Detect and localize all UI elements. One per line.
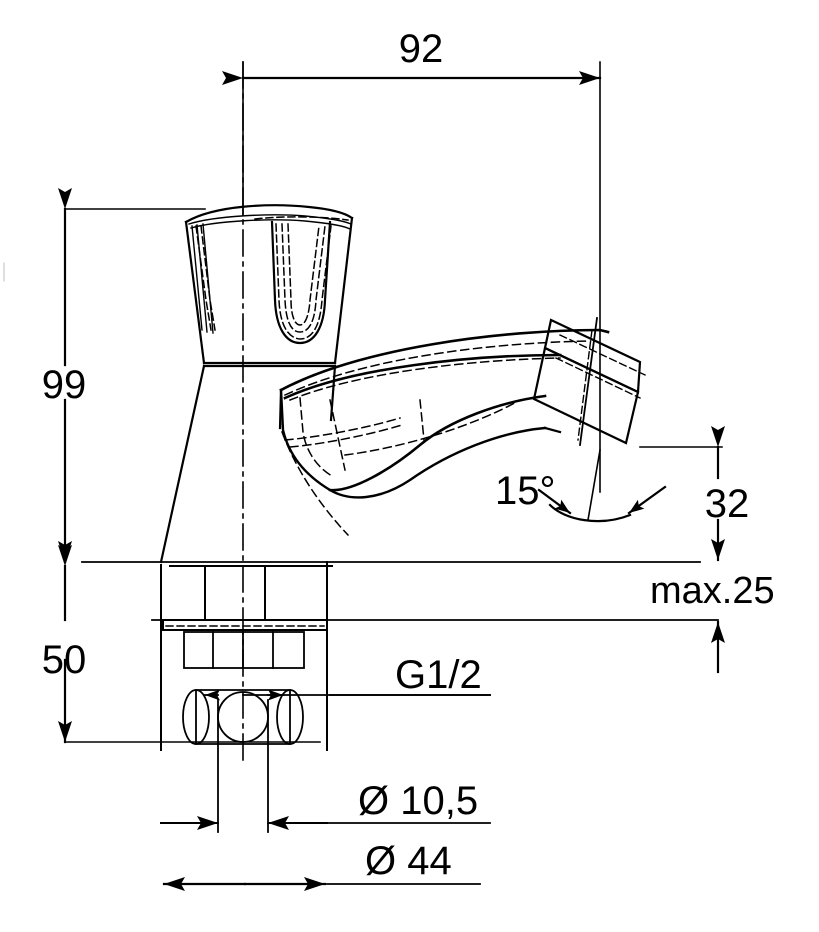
label-dim-92: 92 bbox=[399, 27, 444, 71]
tap-nut bbox=[183, 631, 305, 669]
dimension-50 bbox=[58, 545, 321, 744]
label-dim-max25: max.25 bbox=[650, 570, 775, 612]
tail-extension-lines bbox=[217, 699, 269, 833]
dimension-99 bbox=[58, 188, 206, 564]
spout-lower-profile bbox=[279, 388, 547, 499]
angle-15-indicator bbox=[537, 449, 667, 523]
tap-shank bbox=[160, 561, 333, 751]
aerator-hidden-lines bbox=[555, 329, 646, 441]
label-thread-g12: G1/2 bbox=[395, 653, 482, 697]
handle-slot-front bbox=[270, 220, 332, 345]
label-dim-15deg: 15° bbox=[495, 469, 556, 513]
spout-aerator bbox=[532, 318, 642, 445]
handle-detail-lines bbox=[188, 214, 352, 230]
spout-outline-top bbox=[278, 388, 562, 434]
label-dim-99: 99 bbox=[42, 363, 87, 407]
handle-ribs bbox=[191, 223, 214, 334]
label-dia-105: Ø 10,5 bbox=[358, 779, 478, 823]
tap-handle bbox=[184, 204, 354, 365]
aerator-axis bbox=[578, 316, 599, 447]
mounting-surface-line bbox=[81, 561, 719, 621]
spout-body-curve bbox=[328, 394, 547, 492]
label-dim-32: 32 bbox=[705, 482, 750, 526]
label-dia-44: Ø 44 bbox=[365, 839, 452, 883]
label-dim-50: 50 bbox=[42, 638, 87, 682]
tap-body bbox=[159, 364, 337, 564]
tap-washer bbox=[160, 619, 328, 631]
dimension-32 bbox=[639, 426, 725, 562]
